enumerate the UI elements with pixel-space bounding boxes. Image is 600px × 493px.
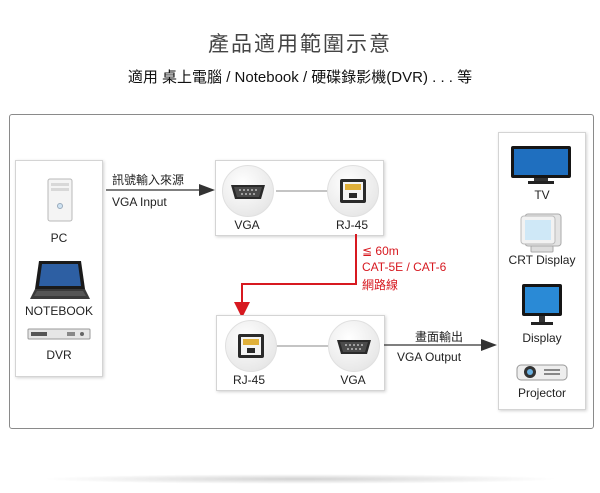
- page-title: 產品適用範圍示意: [208, 33, 392, 56]
- input-arrow: [106, 184, 215, 196]
- output-arrow: [384, 339, 497, 351]
- dvr-icon: [27, 328, 91, 340]
- receiver-rj45-port: [225, 320, 277, 372]
- rj45-port-icon: [238, 334, 264, 358]
- transmitter-rj45-label: RJ-45: [335, 218, 368, 232]
- display-devices-panel: TV CRT Display Display Projector: [498, 132, 586, 410]
- rj45-port-icon: [340, 179, 366, 203]
- receiver-vga-port: [328, 320, 380, 372]
- display-label: Display: [522, 331, 562, 345]
- receiver-rj45-label: RJ-45: [232, 373, 265, 387]
- network-cable-line: [234, 234, 357, 318]
- cable-name-label: 網路線: [362, 278, 399, 292]
- notebook-icon: [30, 261, 90, 299]
- receiver-link-line: [277, 345, 331, 347]
- transmitter-panel: VGA RJ-45: [215, 160, 384, 236]
- vga-port-icon: [231, 185, 265, 199]
- pc-tower-icon: [47, 178, 73, 222]
- transmitter-link-line: [276, 190, 330, 192]
- page-subtitle: 適用 桌上電腦 / Notebook / 硬碟錄影機(DVR) . . . 等: [127, 69, 473, 86]
- input-arrow-top-label: 訊號輸入來源: [112, 173, 185, 187]
- receiver-vga-label: VGA: [340, 373, 366, 387]
- input-arrow-bottom-label: VGA Input: [112, 195, 167, 209]
- dvr-label: DVR: [46, 348, 72, 362]
- flat-display-icon: [522, 284, 562, 325]
- vga-port-icon: [337, 340, 371, 354]
- tv-label: TV: [534, 188, 550, 202]
- projector-label: Projector: [517, 386, 567, 400]
- transmitter-vga-label: VGA: [234, 218, 260, 232]
- notebook-label: NOTEBOOK: [24, 304, 93, 318]
- projector-icon: [516, 364, 568, 381]
- crt-display-icon: [520, 213, 562, 253]
- crt-display-label: CRT Display: [508, 253, 576, 267]
- footer-shadow: [40, 474, 560, 484]
- transmitter-vga-port: [222, 165, 274, 217]
- source-devices-panel: PC NOTEBOOK DVR: [15, 160, 103, 377]
- cable-distance-label: ≦ 60m: [362, 244, 399, 258]
- receiver-panel: RJ-45 VGA: [216, 315, 385, 391]
- output-arrow-bottom-label: VGA Output: [397, 350, 462, 364]
- transmitter-rj45-port: [327, 165, 379, 217]
- output-arrow-top-label: 畫面輸出: [415, 330, 464, 344]
- pc-label: PC: [50, 231, 68, 245]
- cable-type-label: CAT-5E / CAT-6: [362, 260, 447, 274]
- tv-icon: [511, 146, 571, 184]
